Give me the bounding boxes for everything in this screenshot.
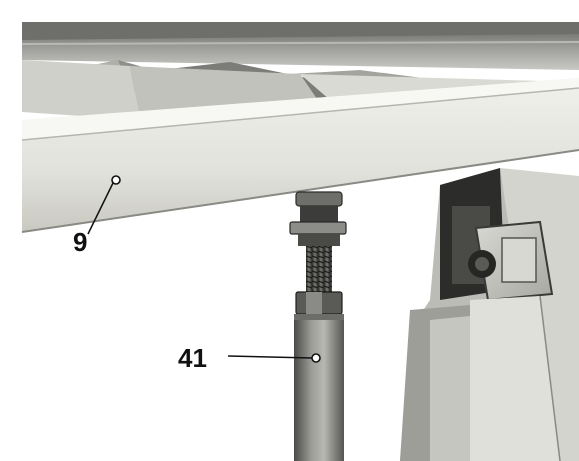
leader-line-9 [87, 182, 114, 235]
callout-label-41: 41 [178, 343, 207, 373]
callout-label-9: 9 [73, 227, 88, 257]
support-post-part-41 [289, 191, 347, 461]
callout-dot-41 [311, 353, 321, 363]
callout-dot-9 [111, 175, 121, 185]
machine-body [400, 168, 579, 461]
leader-line-41 [227, 355, 313, 359]
beam-part-9 [21, 78, 579, 233]
